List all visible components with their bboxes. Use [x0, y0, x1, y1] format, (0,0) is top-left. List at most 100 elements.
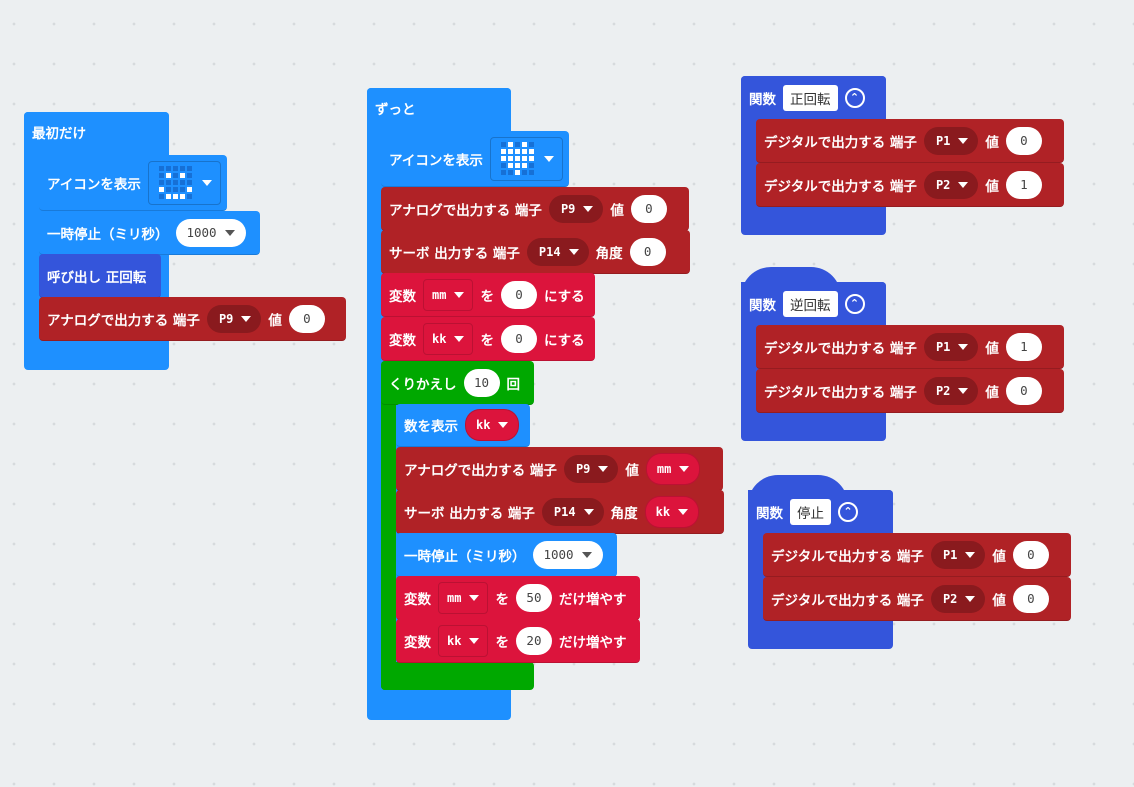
variable-dropdown[interactable]: kk	[423, 322, 474, 355]
led-pixel	[158, 187, 164, 192]
collapse-up-icon[interactable]: ⌃	[844, 87, 865, 108]
value-input[interactable]: 0	[630, 194, 667, 223]
pin-dropdown[interactable]: P2	[930, 584, 986, 613]
by-label: を	[495, 591, 509, 608]
collapse-up-icon[interactable]: ⌃	[844, 293, 865, 314]
pin-dropdown[interactable]: P2	[923, 376, 979, 405]
servo-write-block[interactable]: サーボ 出力する 端子 P14 角度 0	[381, 230, 690, 274]
change-variable-block[interactable]: 変数 kk を 20 だけ増やす	[396, 619, 640, 663]
variable-dropdown[interactable]: mm	[423, 278, 474, 311]
block-label: デジタルで出力する 端子	[764, 134, 917, 151]
change-variable-block[interactable]: 変数 mm を 50 だけ増やす	[396, 576, 640, 620]
value-label: 値	[985, 340, 999, 357]
value-input[interactable]: 0	[1005, 126, 1042, 155]
chevron-down-icon	[498, 422, 509, 428]
chevron-down-icon	[958, 343, 969, 350]
digital-write-block[interactable]: デジタルで出力する 端子 P1 値 1	[756, 325, 1064, 369]
digital-write-block[interactable]: デジタルで出力する 端子 P2 値 0	[763, 577, 1071, 621]
function-name-input[interactable]: 逆回転	[783, 290, 838, 317]
variable-name: mm	[656, 461, 672, 476]
digital-write-block[interactable]: デジタルで出力する 端子 P1 値 0	[756, 119, 1064, 163]
value-input[interactable]: 50	[515, 583, 552, 612]
repeat-block[interactable]	[381, 361, 396, 690]
pause-value-dropdown[interactable]: 1000	[175, 218, 246, 247]
function-name-input[interactable]: 停止	[790, 498, 831, 525]
led-pixel	[514, 156, 520, 161]
variable-dropdown[interactable]: mm	[645, 452, 701, 485]
suffix-label: だけ増やす	[558, 634, 627, 651]
pin-dropdown[interactable]: P9	[548, 194, 604, 223]
show-icon-block[interactable]: アイコンを表示	[381, 131, 569, 187]
digital-write-block[interactable]: デジタルで出力する 端子 P1 値 0	[763, 533, 1071, 577]
value-input[interactable]: 0	[1005, 376, 1042, 405]
chevron-down-icon	[583, 205, 594, 212]
value-label: 値	[985, 384, 999, 401]
pause-value: 1000	[186, 225, 217, 240]
led-pixel	[158, 194, 164, 199]
value-input[interactable]: 0	[288, 304, 325, 333]
repeat-block-footer[interactable]	[381, 662, 534, 690]
led-pixel	[521, 149, 527, 154]
analog-write-block[interactable]: アナログで出力する 端子 P9 値 0	[381, 187, 689, 231]
value-input[interactable]: 0	[500, 280, 537, 309]
on-start-label: 最初だけ	[32, 126, 86, 142]
pin-dropdown[interactable]: P1	[923, 126, 979, 155]
set-variable-block[interactable]: 変数 kk を 0 にする	[381, 317, 595, 361]
angle-label: 角度	[610, 505, 638, 522]
chevron-down-icon	[678, 508, 689, 515]
led-pixel	[500, 163, 506, 168]
value-input[interactable]: 0	[1012, 584, 1049, 613]
on-start-header[interactable]: 最初だけ	[24, 112, 169, 152]
pause-block[interactable]: 一時停止（ミリ秒） 1000	[396, 533, 617, 577]
chevron-down-icon	[568, 248, 579, 255]
function-name-input[interactable]: 正回転	[783, 84, 838, 111]
led-pixel	[500, 156, 506, 161]
value-input[interactable]: 1	[1005, 170, 1042, 199]
show-number-block[interactable]: 数を表示 kk	[396, 404, 530, 447]
variable-dropdown[interactable]: kk	[438, 624, 489, 657]
value-input[interactable]: 0	[1012, 540, 1049, 569]
repeat-header[interactable]: くりかえし 10 回	[381, 361, 534, 405]
chevron-down-icon	[965, 595, 976, 602]
value-input[interactable]: 0	[500, 324, 537, 353]
analog-write-block[interactable]: アナログで出力する 端子 P9 値 0	[39, 297, 346, 341]
value-input[interactable]: 20	[515, 626, 552, 655]
digital-write-block[interactable]: デジタルで出力する 端子 P2 値 1	[756, 163, 1064, 207]
analog-write-block[interactable]: アナログで出力する 端子 P9 値 mm	[396, 447, 723, 491]
block-label: サーボ 出力する 端子	[389, 245, 520, 262]
value-input[interactable]: 1	[1005, 332, 1042, 361]
show-icon-block[interactable]: アイコンを表示	[39, 155, 227, 211]
pin-dropdown[interactable]: P14	[526, 237, 589, 266]
pin-value: P1	[935, 339, 951, 354]
set-variable-block[interactable]: 変数 mm を 0 にする	[381, 273, 595, 317]
value-label: 値	[625, 462, 639, 479]
angle-input[interactable]: 0	[629, 237, 666, 266]
pin-dropdown[interactable]: P1	[930, 540, 986, 569]
pause-value-dropdown[interactable]: 1000	[532, 540, 603, 569]
pin-dropdown[interactable]: P9	[206, 304, 262, 333]
function-header[interactable]: 関数 停止 ⌃	[748, 490, 893, 533]
variable-dropdown[interactable]: kk	[644, 495, 700, 528]
variable-dropdown[interactable]: mm	[438, 581, 489, 614]
icon-dropdown[interactable]	[147, 160, 221, 205]
pause-block[interactable]: 一時停止（ミリ秒） 1000	[39, 211, 260, 255]
digital-write-block[interactable]: デジタルで出力する 端子 P2 値 0	[756, 369, 1064, 413]
led-pixel	[521, 142, 527, 147]
call-function-block[interactable]: 呼び出し 正回転	[39, 254, 161, 298]
forever-header[interactable]: ずっと	[367, 88, 511, 128]
led-pixel	[165, 173, 171, 178]
led-pixel	[528, 149, 534, 154]
led-pixel	[514, 149, 520, 154]
repeat-count-input[interactable]: 10	[463, 368, 500, 397]
pin-dropdown[interactable]: P2	[923, 170, 979, 199]
function-header[interactable]: 関数 逆回転 ⌃	[741, 282, 886, 325]
pin-dropdown[interactable]: P9	[563, 454, 619, 483]
function-header[interactable]: 関数 正回転 ⌃	[741, 76, 886, 119]
led-pixel	[528, 170, 534, 175]
icon-dropdown[interactable]	[489, 136, 563, 181]
servo-write-block[interactable]: サーボ 出力する 端子 P14 角度 kk	[396, 490, 724, 534]
collapse-up-icon[interactable]: ⌃	[838, 501, 858, 522]
variable-dropdown[interactable]: kk	[465, 409, 520, 441]
pin-dropdown[interactable]: P1	[923, 332, 979, 361]
pin-dropdown[interactable]: P14	[541, 497, 604, 526]
